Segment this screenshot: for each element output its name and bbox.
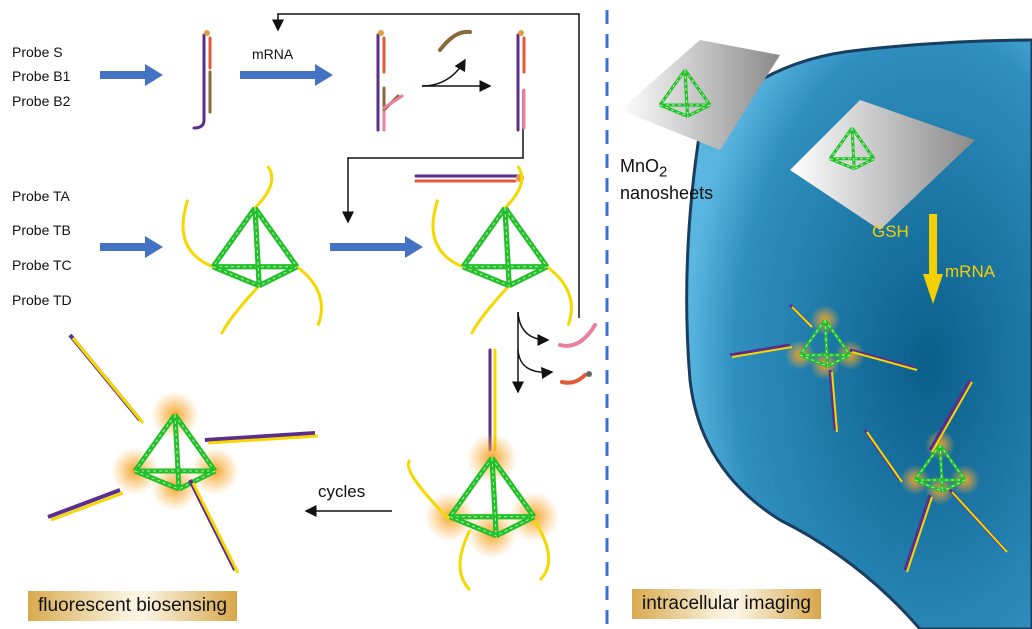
dna-arm (220, 284, 261, 335)
mrna-intracellular-label: mRNA (945, 262, 996, 281)
mno2-subscript: 2 (659, 163, 668, 181)
mno2-sheet (790, 100, 975, 230)
dna-arm (253, 165, 274, 210)
dna-duplex (928, 379, 972, 451)
probe-tc-label: Probe TC (12, 257, 72, 273)
mno2-text: MnO (620, 156, 660, 176)
cycles-label: cycles (318, 482, 366, 501)
dna-duplex (729, 343, 791, 357)
dna-arm (181, 199, 214, 269)
mrna-label: mRNA (252, 46, 294, 62)
dna-arm (546, 265, 573, 327)
dna-arm (503, 165, 524, 210)
mno2-sheet (620, 40, 780, 150)
probe-td-label: Probe TD (12, 292, 72, 308)
gsh-label: GSH (872, 222, 909, 241)
intracellular-imaging-label: intracellular imaging (632, 589, 821, 619)
probe-tb-label: Probe TB (12, 222, 71, 238)
tetrahedron-edge (132, 413, 178, 473)
dna-duplex (47, 488, 121, 519)
probe-s-label: Probe S (12, 44, 63, 60)
dna-duplex (828, 369, 837, 431)
probe-b2-label: Probe B2 (12, 93, 71, 109)
tetrahedron-edge (172, 413, 218, 473)
dna-duplex (903, 494, 932, 571)
dna-arm (407, 458, 452, 522)
nanosheets-text: nanosheets (620, 182, 714, 203)
blue-arrows (100, 64, 423, 258)
fluorescent-biosensing-label: fluorescent biosensing (28, 591, 238, 621)
dna-duplex (849, 348, 916, 370)
probe-ta-label: Probe TA (12, 188, 70, 204)
dna-arm (532, 519, 551, 582)
probe-b1-label: Probe B1 (12, 68, 71, 84)
dna-duplex (204, 431, 316, 442)
dna-arm (431, 199, 464, 269)
dna-arm (458, 529, 472, 592)
dna-arm (296, 265, 323, 327)
dna-arm (470, 284, 511, 335)
